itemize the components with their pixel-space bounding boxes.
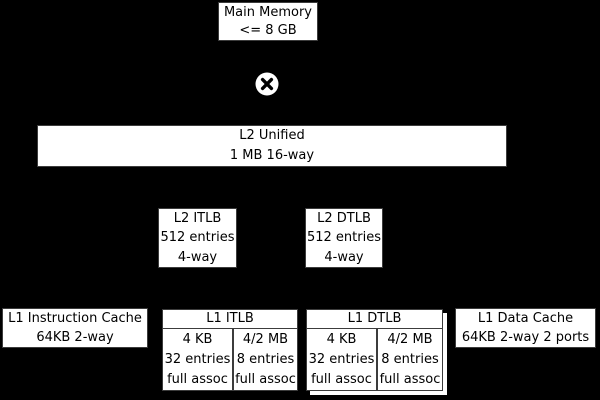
- l2-itlb-box: L2 ITLB 512 entries 4-way: [158, 208, 237, 268]
- l1-itlb-header: L1 ITLB: [162, 309, 298, 329]
- box-label-line: 8 entries: [236, 351, 295, 367]
- box-label-line: L1 Data Cache: [477, 311, 574, 326]
- box-label-line: 4/2 MB: [387, 331, 433, 347]
- box-label-line: L1 Instruction Cache: [8, 311, 142, 326]
- l1-data-cache-box: L1 Data Cache 64KB 2-way 2 ports: [455, 308, 596, 348]
- l1-dtlb-header: L1 DTLB: [306, 309, 443, 329]
- l1-dtlb-large-page-box: 4/2 MB 8 entries full assoc: [377, 328, 443, 391]
- box-label-line: L2 ITLB: [173, 210, 222, 226]
- box-label-line: 4-way: [177, 249, 218, 265]
- box-label-line: full assoc: [167, 371, 228, 387]
- box-label-line: 64KB 2-way: [36, 330, 114, 345]
- l1-itlb-large-page-box: 4/2 MB 8 entries full assoc: [233, 328, 298, 391]
- box-label-line: 1 MB 16-way: [229, 148, 315, 163]
- box-label-line: <= 8 GB: [239, 22, 297, 38]
- box-label-line: L1 ITLB: [206, 311, 254, 326]
- box-label-line: L2 Unified: [239, 128, 305, 143]
- crossbar-x-icon: [255, 72, 279, 96]
- l2-unified-cache-box: L2 Unified 1 MB 16-way: [37, 125, 507, 167]
- l1-itlb-small-page-box: 4 KB 32 entries full assoc: [162, 328, 233, 391]
- box-label-line: full assoc: [235, 371, 296, 387]
- l2-dtlb-box: L2 DTLB 512 entries 4-way: [305, 208, 383, 268]
- box-label-line: 512 entries: [160, 230, 235, 246]
- box-label-line: 32 entries: [308, 351, 375, 367]
- l1-dtlb-small-page-box: 4 KB 32 entries full assoc: [306, 328, 377, 391]
- box-label-line: 4/2 MB: [242, 331, 289, 347]
- box-label-line: 32 entries: [164, 351, 231, 367]
- box-label-line: 8 entries: [381, 351, 439, 367]
- box-label-line: full assoc: [379, 371, 441, 387]
- box-label-line: 4 KB: [182, 331, 213, 347]
- main-memory-box: Main Memory <= 8 GB: [218, 2, 318, 41]
- l1-instruction-cache-box: L1 Instruction Cache 64KB 2-way: [2, 308, 148, 348]
- crossbar-x-icon-svg: [255, 72, 279, 96]
- box-label-line: 64KB 2-way 2 ports: [461, 330, 590, 345]
- box-label-line: 4 KB: [326, 331, 357, 347]
- box-label-line: Main Memory: [223, 4, 313, 20]
- box-label-line: L2 DTLB: [317, 210, 371, 226]
- box-label-line: 4-way: [324, 249, 364, 265]
- box-label-line: L1 DTLB: [347, 311, 402, 326]
- box-label-line: 512 entries: [306, 230, 381, 246]
- box-label-line: full assoc: [311, 371, 372, 387]
